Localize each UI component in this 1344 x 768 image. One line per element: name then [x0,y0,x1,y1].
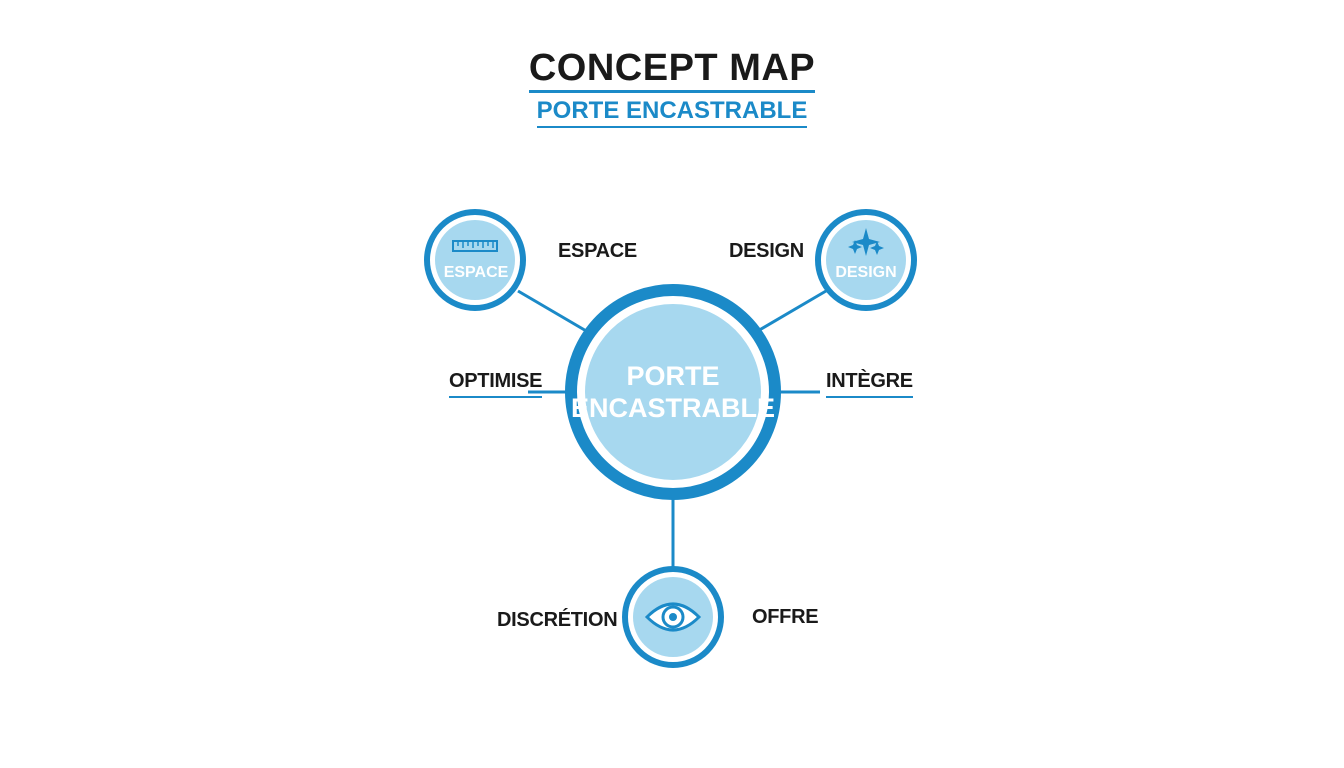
sparkle-icon [848,228,884,256]
central-node-line1: PORTE [626,361,719,391]
label-optimise: OPTIMISE [449,370,542,398]
page-title: CONCEPT MAP [528,48,816,93]
node-espace-label: ESPACE [444,264,509,281]
node-espace: ESPACE [424,209,526,311]
connector-design [755,289,827,334]
label-integre: INTÈGRE [826,370,913,398]
label-offre: OFFRE [752,606,819,628]
node-bottom [622,566,724,668]
header: CONCEPT MAP PORTE ENCASTRABLE [0,48,1344,128]
central-node: PORTE ENCASTRABLE [565,284,781,500]
node-design: DESIGN [815,209,917,311]
connector-espace [517,289,589,334]
central-node-line2: ENCASTRABLE [571,393,775,423]
label-discretion: DISCRÉTION [497,609,618,631]
page-subtitle: PORTE ENCASTRABLE [536,97,808,128]
ruler-icon [452,240,498,252]
label-design: DESIGN [729,240,804,262]
eye-icon [644,602,702,632]
node-design-label: DESIGN [835,264,896,281]
label-espace: ESPACE [558,240,637,262]
